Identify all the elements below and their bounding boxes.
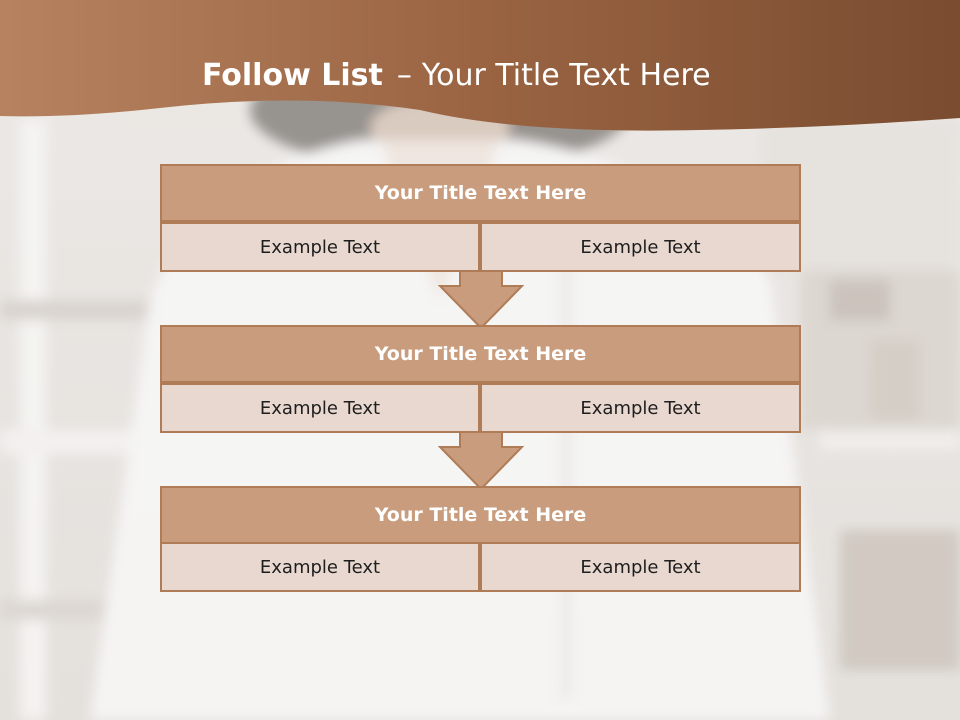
- step-cell-right: Example Text: [480, 542, 801, 592]
- down-arrow-icon: [438, 270, 524, 330]
- step-title: Your Title Text Here: [160, 164, 801, 222]
- step-cell-right: Example Text: [480, 383, 801, 433]
- step-block-2: Your Title Text Here Example Text Exampl…: [160, 325, 801, 433]
- down-arrow-icon: [438, 431, 524, 491]
- step-title: Your Title Text Here: [160, 486, 801, 544]
- step-block-1: Your Title Text Here Example Text Exampl…: [160, 164, 801, 272]
- title-rest-part: Your Title Text Here: [421, 58, 711, 93]
- step-cell-right: Example Text: [480, 222, 801, 272]
- title-dash: –: [396, 58, 412, 93]
- step-block-3: Your Title Text Here Example Text Exampl…: [160, 486, 801, 594]
- step-cell-left: Example Text: [160, 383, 480, 433]
- title-bold-part: Follow List: [202, 58, 383, 93]
- step-cell-left: Example Text: [160, 542, 480, 592]
- step-cell-left: Example Text: [160, 222, 480, 272]
- step-title: Your Title Text Here: [160, 325, 801, 383]
- slide-title: Follow List–Your Title Text Here: [202, 54, 711, 98]
